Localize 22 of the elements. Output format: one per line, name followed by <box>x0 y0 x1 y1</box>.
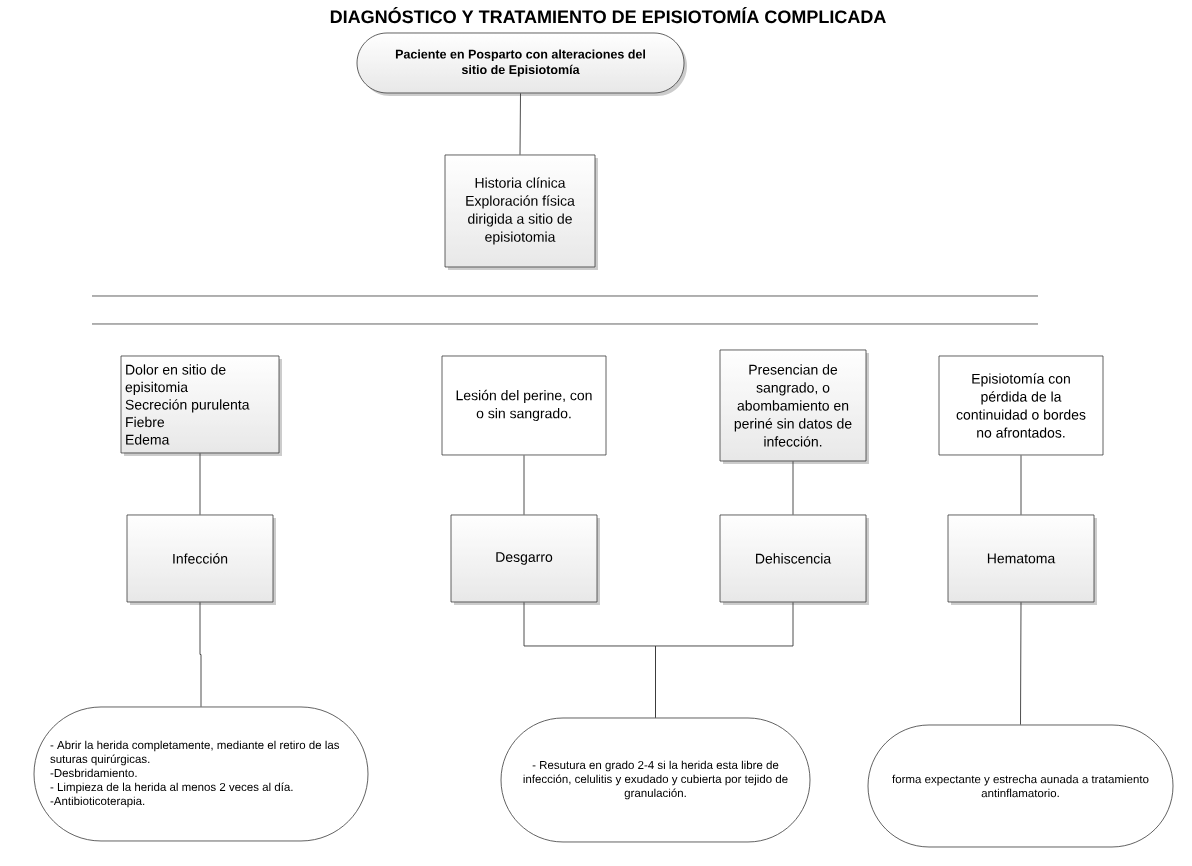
process-box: Lesión del perine, con o sin sangrado. <box>441 355 607 456</box>
rounded-box: - Resutura en grado 2-4 si la herida esta libre de infección, celulitis y exudado y cubierta por tejido de granulación. <box>500 717 811 843</box>
process-box: Infección <box>126 514 276 605</box>
process-box: Historia clínica Exploración física dirigida a sitio de episiotomia <box>444 154 598 270</box>
process-box: Dolor en sitio de episitomia Secreción purulenta Fiebre Edema <box>120 355 282 456</box>
process-box: Presencian de sangrado, o abombamiento en periné sin datos de infección. <box>719 349 869 464</box>
rounded-box: Paciente en Posparto con alteraciones del sitio de Episiotomía <box>356 32 687 96</box>
connector-line <box>523 454 525 516</box>
process-box: Desgarro <box>450 514 600 605</box>
process-box: Hematoma <box>947 514 1097 605</box>
connector-line <box>199 601 202 708</box>
title: DIAGNÓSTICO Y TRATAMIENTO DE EPISIOTOMÍA COMPLICADA <box>330 7 886 24</box>
connector-line <box>199 452 201 516</box>
connector-line <box>792 460 794 516</box>
connector-line <box>1020 601 1022 726</box>
rounded-box: - Abrir la herida completamente, mediante el retiro de las suturas quirúrgicas. -Desbridamiento. - Limpieza de la herida al menos 2 veces al día. -Antibioticoterapia. <box>33 706 369 842</box>
connector-line <box>519 92 521 156</box>
process-box: Dehiscencia <box>719 514 869 605</box>
rounded-box: forma expectante y estrecha aunada a tratamiento antinflamatorio. <box>867 724 1174 848</box>
connector-line <box>655 601 794 719</box>
process-box: Episiotomía con pérdida de la continuidad o bordes no afrontados. <box>938 355 1104 456</box>
connector-line <box>1020 454 1022 516</box>
